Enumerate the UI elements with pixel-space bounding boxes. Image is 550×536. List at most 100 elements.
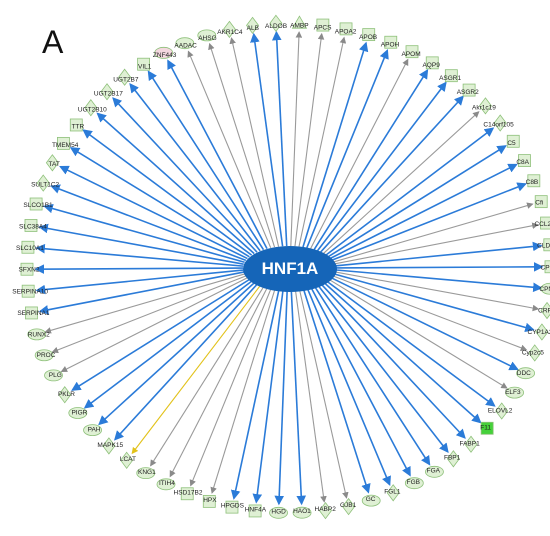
node-ugt2b10[interactable]: UGT2B10 [78,99,107,117]
node-tmem54[interactable]: TMEM54 [52,136,79,150]
node-c14orf105[interactable]: C14orf105 [483,114,514,132]
node-ttr[interactable]: TTR [69,118,85,132]
node-c8a[interactable]: C8A [516,154,531,167]
node-apoa2[interactable]: APOA2 [335,22,357,36]
node-label: CCL28 [534,221,550,228]
node-label: ALB [247,25,259,32]
node-hpx[interactable]: HPX [202,494,217,508]
node-ccl28[interactable]: CCL28 [534,216,550,230]
node-cyp2c5[interactable]: Cyp2c5 [522,344,544,362]
node-hnf4a[interactable]: HNF4A [245,504,267,518]
node-label: SERPINA10 [12,288,48,295]
node-slco1b1[interactable]: SLCO1B1 [23,197,53,211]
node-mapk15[interactable]: MAPK15 [97,437,123,455]
node-tat[interactable]: TAT [45,154,60,172]
edge-cyp2c5 [331,275,528,351]
node-fbp1[interactable]: FBP1 [444,450,461,468]
node-elf3[interactable]: ELF3 [505,386,524,399]
node-slc38a4[interactable]: SLC38A4 [19,219,47,232]
node-proc[interactable]: PROC [34,349,56,362]
node-cpn1[interactable]: CPN1 [539,282,550,295]
node-fga[interactable]: FGA [425,465,444,478]
node-itih4[interactable]: ITIH4 [156,478,176,491]
node-label: SLCO1B1 [23,202,53,209]
node-label: ALDOB [265,23,287,30]
node-label: SLC38A4 [19,223,47,230]
node-fgb[interactable]: FGB [404,477,424,490]
node-znf443[interactable]: ZNF443 [153,46,177,59]
node-serpina1[interactable]: SERPINA1 [17,306,50,320]
node-label: AHSG [198,35,216,42]
node-ugt2b17[interactable]: UGT2B17 [94,83,123,101]
node-sfxn2[interactable]: SFXN2 [19,262,40,276]
node-shape [36,174,50,192]
node-cldn2[interactable]: CLDN2 [537,238,550,252]
node-shape [136,467,156,480]
node-habp2[interactable]: HABP2 [315,501,337,520]
node-aldob[interactable]: ALDOB [265,14,287,32]
node-label: HABP2 [315,506,337,513]
node-gc[interactable]: GC [361,494,381,507]
node-hpgds[interactable]: HPGDS [221,500,245,514]
node-c5[interactable]: C5 [506,134,520,148]
node-ugt2b7[interactable]: UGT2B7 [113,68,139,86]
node-shape [29,197,43,211]
node-crp[interactable]: CRP [538,301,550,320]
node-kng1[interactable]: KNG1 [136,467,156,480]
node-label: CPB2 [541,264,550,271]
hub-node-hnf1a[interactable]: HNF1A [243,246,337,292]
node-pah[interactable]: PAH [83,424,102,437]
node-label: CYP1A2 [528,329,550,336]
edge-cfi [333,202,534,263]
node-apoh[interactable]: APOH [381,35,400,49]
node-apob[interactable]: APOB [359,28,377,41]
node-cpb2[interactable]: CPB2 [541,260,550,274]
node-shape [83,424,102,437]
node-ddc[interactable]: DDC [516,367,536,380]
node-label: RUNX2 [28,331,50,338]
node-plg[interactable]: PLG [44,369,63,382]
node-slc10a1[interactable]: SLC10A1 [16,240,44,254]
node-shape [540,301,550,320]
node-ambp[interactable]: AMBP [290,15,309,30]
node-cfi[interactable]: Cfi [534,195,548,209]
node-apcs[interactable]: APCS [314,18,332,32]
node-hao1[interactable]: HAO1 [292,506,312,519]
node-shape [405,45,419,59]
node-gjb1[interactable]: GJB1 [340,497,357,516]
node-hsd17b2[interactable]: HSD17B2 [174,487,203,501]
node-ahsg[interactable]: AHSG [197,29,217,42]
node-cyp1a2[interactable]: CYP1A2 [528,323,550,341]
node-pklr[interactable]: PKLR [58,386,75,404]
node-pigr[interactable]: PIGR [68,407,88,419]
node-sult1c2[interactable]: SULT1C2 [31,174,60,192]
node-asgr2[interactable]: ASGR2 [457,83,479,97]
node-elovl2[interactable]: ELOVL2 [488,402,513,420]
node-shape [478,97,492,115]
node-akr1c19[interactable]: Akr1c19 [472,97,496,115]
node-shape [58,386,72,404]
node-aadac[interactable]: AADAC [174,37,197,50]
node-c8b[interactable]: C8B [526,174,541,188]
node-akr1c4[interactable]: AKR1C4 [217,20,243,39]
node-serpina10[interactable]: SERPINA10 [12,284,48,298]
node-f11[interactable]: F11 [480,421,494,435]
edge-ambp [290,31,303,247]
node-shape [386,484,400,502]
node-alb[interactable]: ALB [246,16,260,35]
node-aqp9[interactable]: AQP9 [422,56,440,70]
node-label: C8A [516,159,529,166]
node-runx2[interactable]: RUNX2 [27,328,50,341]
node-shape [137,57,150,71]
node-asgr1[interactable]: ASGR1 [439,69,461,83]
edge-hpx [210,288,276,494]
node-shape [339,22,353,36]
node-fabp1[interactable]: FABP1 [459,435,480,453]
node-apom[interactable]: APOM [401,45,421,59]
node-label: AQP9 [422,62,440,69]
node-fgl1[interactable]: FGL1 [384,484,401,502]
node-lcat[interactable]: LCAT [120,451,136,469]
node-vil1[interactable]: VIL1 [137,57,152,71]
edge-ugt2b7 [129,82,261,252]
node-hgd[interactable]: HGD [269,506,288,519]
